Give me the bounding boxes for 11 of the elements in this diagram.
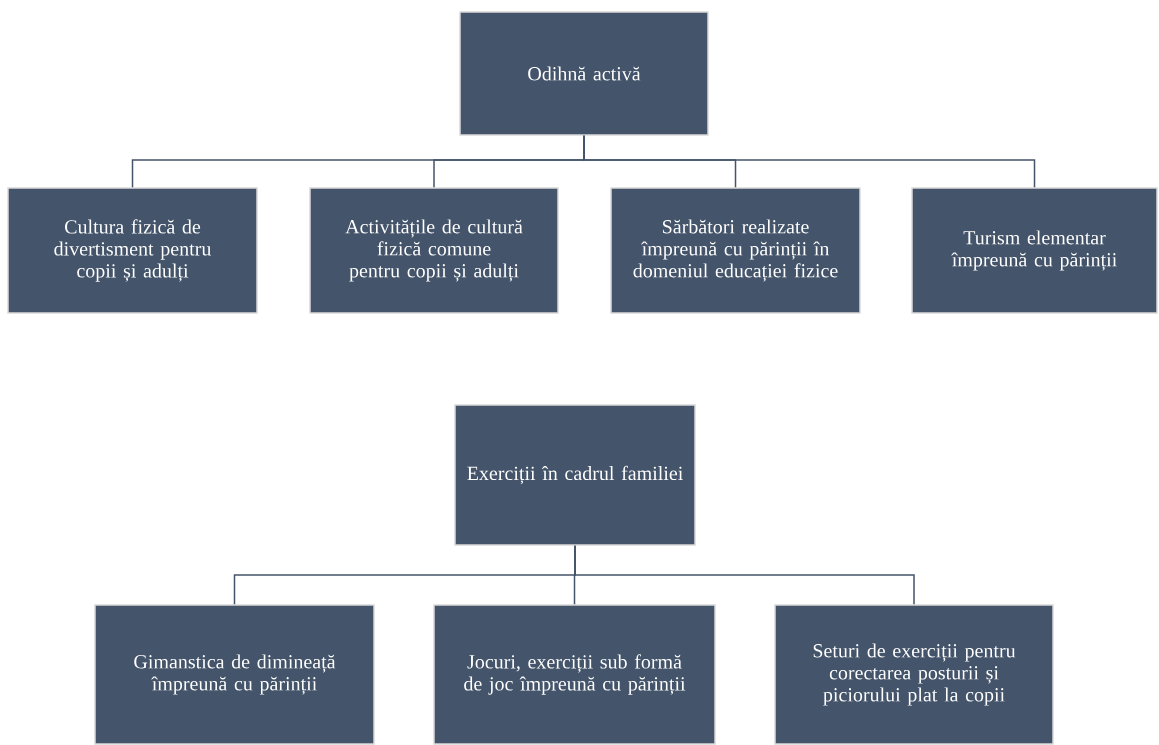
box: Gimanstica de dimineață împreună cu părinții xyxy=(94,604,375,745)
box: Odihnă activă xyxy=(459,11,709,136)
box: Seturi de exerciții pentru corectarea posturii și piciorului plat la copii xyxy=(774,604,1054,745)
box: Sărbători realizate împreună cu părinții în domeniul educației fizice xyxy=(610,187,861,314)
box: Turism elementar împreună cu părinții xyxy=(911,187,1158,314)
connector xyxy=(583,135,1036,188)
box: Activitățile de cultură fizică comune pentru copii și adulți xyxy=(309,187,559,314)
box: Cultura fizică de divertisment pentru copii și adulți xyxy=(7,187,258,314)
box: Jocuri, exerciții sub formă de joc împreună cu părinții xyxy=(433,604,716,745)
connector xyxy=(574,545,915,605)
box: Exerciții în cadrul familiei xyxy=(454,404,696,546)
